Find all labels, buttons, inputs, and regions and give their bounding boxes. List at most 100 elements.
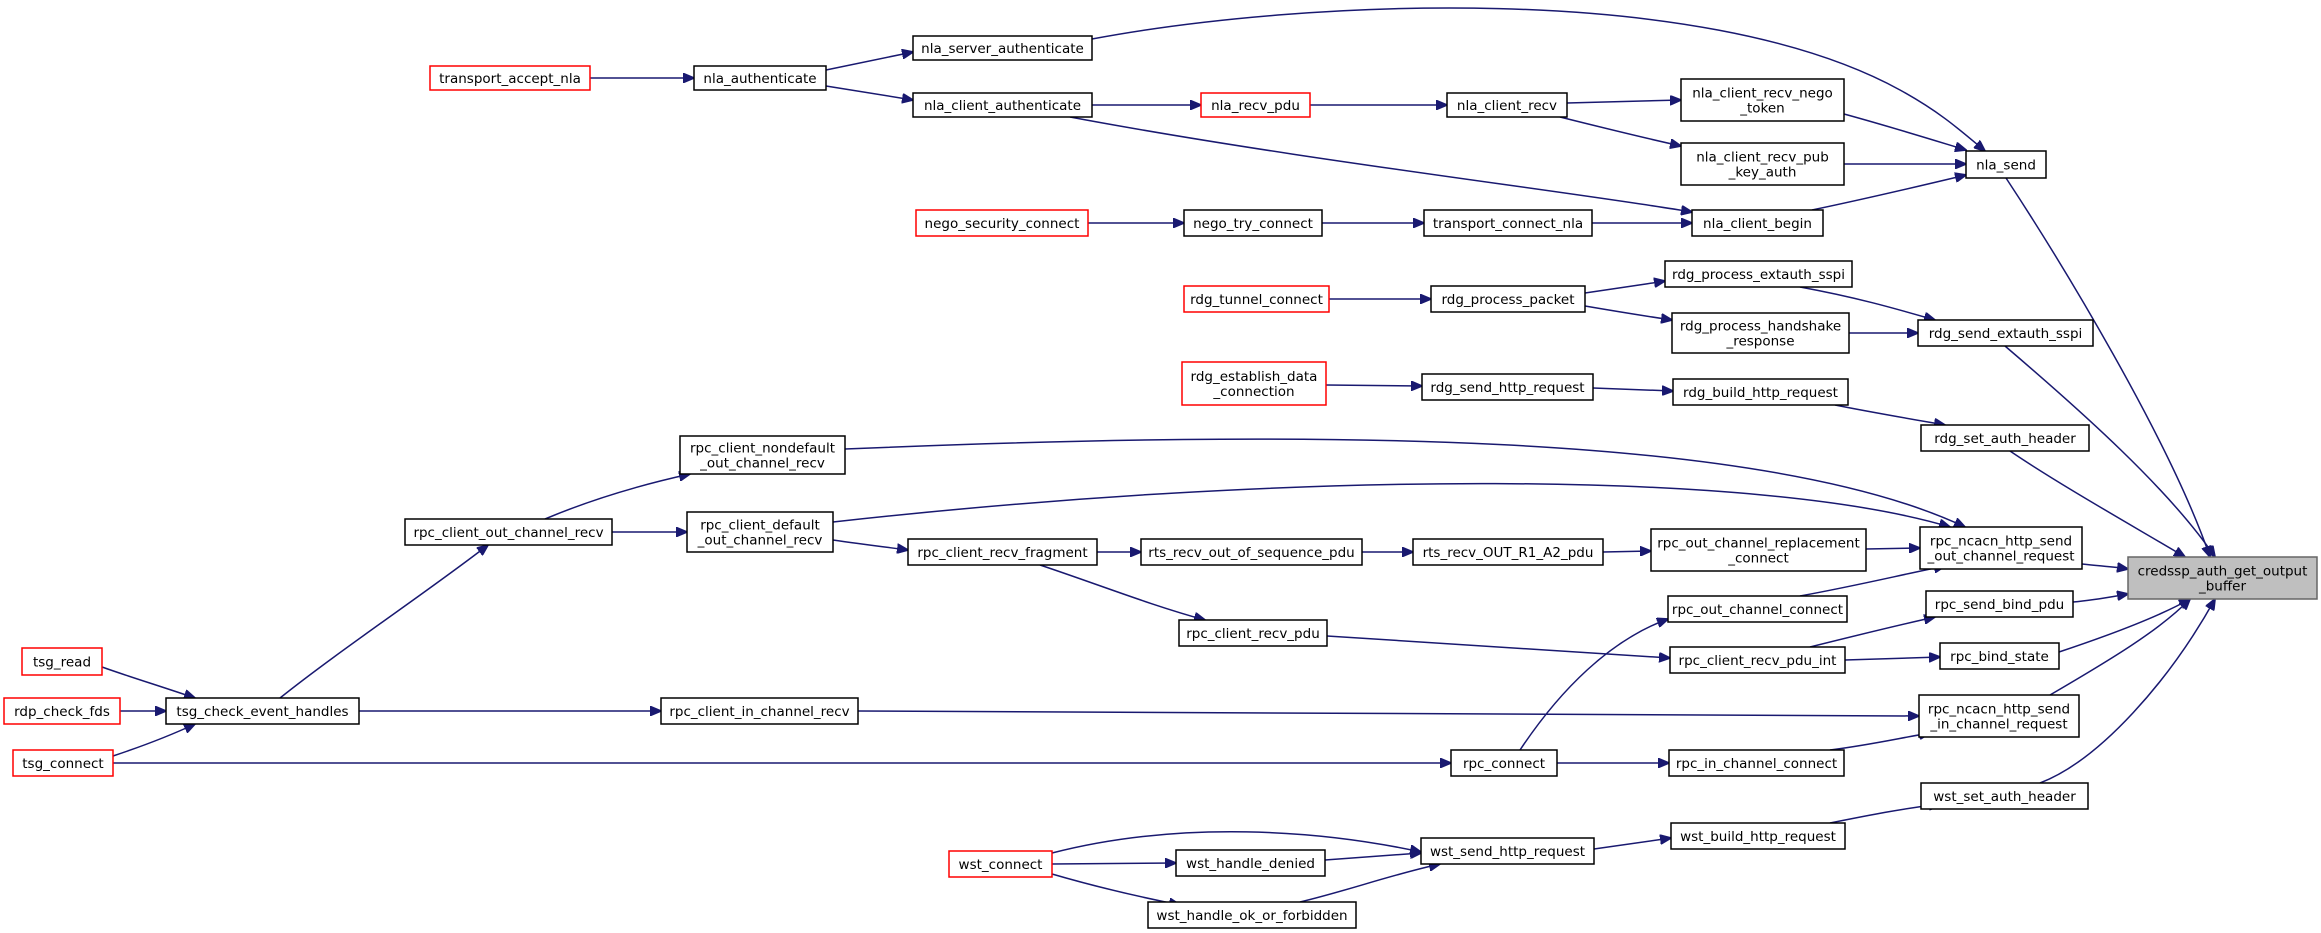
node-box[interactable] bbox=[1430, 285, 1586, 313]
node-box[interactable] bbox=[1175, 849, 1326, 877]
node-box[interactable] bbox=[1183, 209, 1323, 237]
node-box[interactable] bbox=[1421, 373, 1594, 401]
node-rpc_client_recv_pdu_int[interactable]: rpc_client_recv_pdu_int bbox=[1669, 646, 1846, 674]
node-box[interactable] bbox=[1147, 901, 1357, 929]
node-box[interactable] bbox=[1920, 782, 2089, 810]
node-nla_client_recv_pub_key_auth[interactable]: nla_client_recv_pub_key_auth bbox=[1680, 142, 1845, 186]
node-wst_handle_ok_or_forbidden[interactable]: wst_handle_ok_or_forbidden bbox=[1147, 901, 1357, 929]
node-rdg_establish_data_connection[interactable]: rdg_establish_data_connection bbox=[1181, 361, 1327, 406]
node-nla_server_authenticate[interactable]: nla_server_authenticate bbox=[912, 35, 1093, 61]
node-rpc_out_channel_connect[interactable]: rpc_out_channel_connect bbox=[1667, 595, 1848, 623]
node-box[interactable] bbox=[1672, 378, 1849, 406]
node-box[interactable] bbox=[915, 209, 1089, 237]
node-box[interactable] bbox=[1925, 590, 2074, 618]
node-rpc_client_default_out_channel_recv[interactable]: rpc_client_default_out_channel_recv bbox=[686, 511, 834, 553]
node-rpc_send_bind_pdu[interactable]: rpc_send_bind_pdu bbox=[1925, 590, 2074, 618]
node-box[interactable] bbox=[1667, 595, 1848, 623]
node-box[interactable] bbox=[1650, 528, 1867, 572]
node-box[interactable] bbox=[693, 65, 827, 91]
node-rpc_out_channel_replacement_connect[interactable]: rpc_out_channel_replacement_connect bbox=[1650, 528, 1867, 572]
node-box[interactable] bbox=[1691, 209, 1824, 237]
node-box[interactable] bbox=[686, 511, 834, 553]
node-rpc_ncacn_http_send_out_channel_request[interactable]: rpc_ncacn_http_send_out_channel_request bbox=[1919, 526, 2083, 570]
node-box[interactable] bbox=[907, 538, 1098, 566]
node-box[interactable] bbox=[1178, 619, 1328, 647]
node-box[interactable] bbox=[1669, 646, 1846, 674]
node-nla_authenticate[interactable]: nla_authenticate bbox=[693, 65, 827, 91]
node-box[interactable] bbox=[1918, 694, 2080, 738]
node-rpc_bind_state[interactable]: rpc_bind_state bbox=[1939, 642, 2060, 670]
node-wst_set_auth_header[interactable]: wst_set_auth_header bbox=[1920, 782, 2089, 810]
node-box[interactable] bbox=[12, 749, 114, 777]
node-rdg_process_handshake_response[interactable]: rdg_process_handshake_response bbox=[1671, 312, 1850, 354]
node-rpc_client_nondefault_out_channel_recv[interactable]: rpc_client_nondefault_out_channel_recv bbox=[679, 435, 846, 475]
node-box[interactable] bbox=[1917, 319, 2094, 347]
node-rdg_process_extauth_sspi[interactable]: rdg_process_extauth_sspi bbox=[1664, 260, 1853, 288]
node-rdg_send_extauth_sspi[interactable]: rdg_send_extauth_sspi bbox=[1917, 319, 2094, 347]
node-box[interactable] bbox=[1965, 150, 2047, 179]
node-nla_send[interactable]: nla_send bbox=[1965, 150, 2047, 179]
node-tsg_connect[interactable]: tsg_connect bbox=[12, 749, 114, 777]
node-rpc_in_channel_connect[interactable]: rpc_in_channel_connect bbox=[1668, 749, 1845, 777]
node-rpc_connect[interactable]: rpc_connect bbox=[1450, 749, 1558, 777]
node-rts_recv_OUT_R1_A2_pdu[interactable]: rts_recv_OUT_R1_A2_pdu bbox=[1412, 538, 1604, 566]
node-nla_client_recv_nego_token[interactable]: nla_client_recv_nego_token bbox=[1680, 78, 1845, 122]
node-box[interactable] bbox=[1446, 92, 1568, 118]
node-rpc_client_in_channel_recv[interactable]: rpc_client_in_channel_recv bbox=[660, 697, 859, 725]
node-box[interactable] bbox=[1450, 749, 1558, 777]
node-rdp_check_fds[interactable]: rdp_check_fds bbox=[3, 697, 121, 725]
node-nla_recv_pdu[interactable]: nla_recv_pdu bbox=[1200, 92, 1311, 118]
node-nla_client_begin[interactable]: nla_client_begin bbox=[1691, 209, 1824, 237]
node-rpc_ncacn_http_send_in_channel_request[interactable]: rpc_ncacn_http_send_in_channel_request bbox=[1918, 694, 2080, 738]
node-box[interactable] bbox=[3, 697, 121, 725]
node-box[interactable] bbox=[1668, 749, 1845, 777]
node-box[interactable] bbox=[1670, 822, 1846, 850]
node-box[interactable] bbox=[912, 35, 1093, 61]
node-tsg_read[interactable]: tsg_read bbox=[21, 647, 103, 676]
node-box[interactable] bbox=[1671, 312, 1850, 354]
node-box[interactable] bbox=[1664, 260, 1853, 288]
node-box[interactable] bbox=[1920, 424, 2090, 452]
node-box[interactable] bbox=[912, 92, 1093, 118]
node-box[interactable] bbox=[948, 850, 1053, 878]
node-wst_send_http_request[interactable]: wst_send_http_request bbox=[1420, 837, 1595, 865]
node-box[interactable] bbox=[1423, 209, 1593, 237]
node-box[interactable] bbox=[1183, 285, 1330, 313]
node-credssp_auth_get_output_buffer[interactable]: credssp_auth_get_output_buffer bbox=[2127, 556, 2318, 600]
node-transport_accept_nla[interactable]: transport_accept_nla bbox=[429, 65, 591, 91]
node-wst_connect[interactable]: wst_connect bbox=[948, 850, 1053, 878]
node-box[interactable] bbox=[2127, 556, 2318, 600]
node-box[interactable] bbox=[1680, 78, 1845, 122]
node-box[interactable] bbox=[429, 65, 591, 91]
node-wst_handle_denied[interactable]: wst_handle_denied bbox=[1175, 849, 1326, 877]
node-nego_try_connect[interactable]: nego_try_connect bbox=[1183, 209, 1323, 237]
node-box[interactable] bbox=[1412, 538, 1604, 566]
node-nla_client_recv[interactable]: nla_client_recv bbox=[1446, 92, 1568, 118]
node-rts_recv_out_of_sequence_pdu[interactable]: rts_recv_out_of_sequence_pdu bbox=[1140, 538, 1363, 566]
node-rdg_build_http_request[interactable]: rdg_build_http_request bbox=[1672, 378, 1849, 406]
node-box[interactable] bbox=[165, 697, 360, 725]
node-box[interactable] bbox=[1939, 642, 2060, 670]
node-transport_connect_nla[interactable]: transport_connect_nla bbox=[1423, 209, 1593, 237]
node-box[interactable] bbox=[1140, 538, 1363, 566]
node-box[interactable] bbox=[21, 647, 103, 676]
node-box[interactable] bbox=[679, 435, 846, 475]
node-nla_client_authenticate[interactable]: nla_client_authenticate bbox=[912, 92, 1093, 118]
node-nego_security_connect[interactable]: nego_security_connect bbox=[915, 209, 1089, 237]
node-rdg_process_packet[interactable]: rdg_process_packet bbox=[1430, 285, 1586, 313]
node-rpc_client_recv_pdu[interactable]: rpc_client_recv_pdu bbox=[1178, 619, 1328, 647]
node-rdg_set_auth_header[interactable]: rdg_set_auth_header bbox=[1920, 424, 2090, 452]
node-rdg_send_http_request[interactable]: rdg_send_http_request bbox=[1421, 373, 1594, 401]
node-rpc_client_recv_fragment[interactable]: rpc_client_recv_fragment bbox=[907, 538, 1098, 566]
node-rpc_client_out_channel_recv[interactable]: rpc_client_out_channel_recv bbox=[404, 518, 613, 546]
node-box[interactable] bbox=[1181, 361, 1327, 406]
node-box[interactable] bbox=[1680, 142, 1845, 186]
node-box[interactable] bbox=[1200, 92, 1311, 118]
node-box[interactable] bbox=[1919, 526, 2083, 570]
node-box[interactable] bbox=[1420, 837, 1595, 865]
node-wst_build_http_request[interactable]: wst_build_http_request bbox=[1670, 822, 1846, 850]
node-rdg_tunnel_connect[interactable]: rdg_tunnel_connect bbox=[1183, 285, 1330, 313]
node-tsg_check_event_handles[interactable]: tsg_check_event_handles bbox=[165, 697, 360, 725]
node-box[interactable] bbox=[660, 697, 859, 725]
node-box[interactable] bbox=[404, 518, 613, 546]
